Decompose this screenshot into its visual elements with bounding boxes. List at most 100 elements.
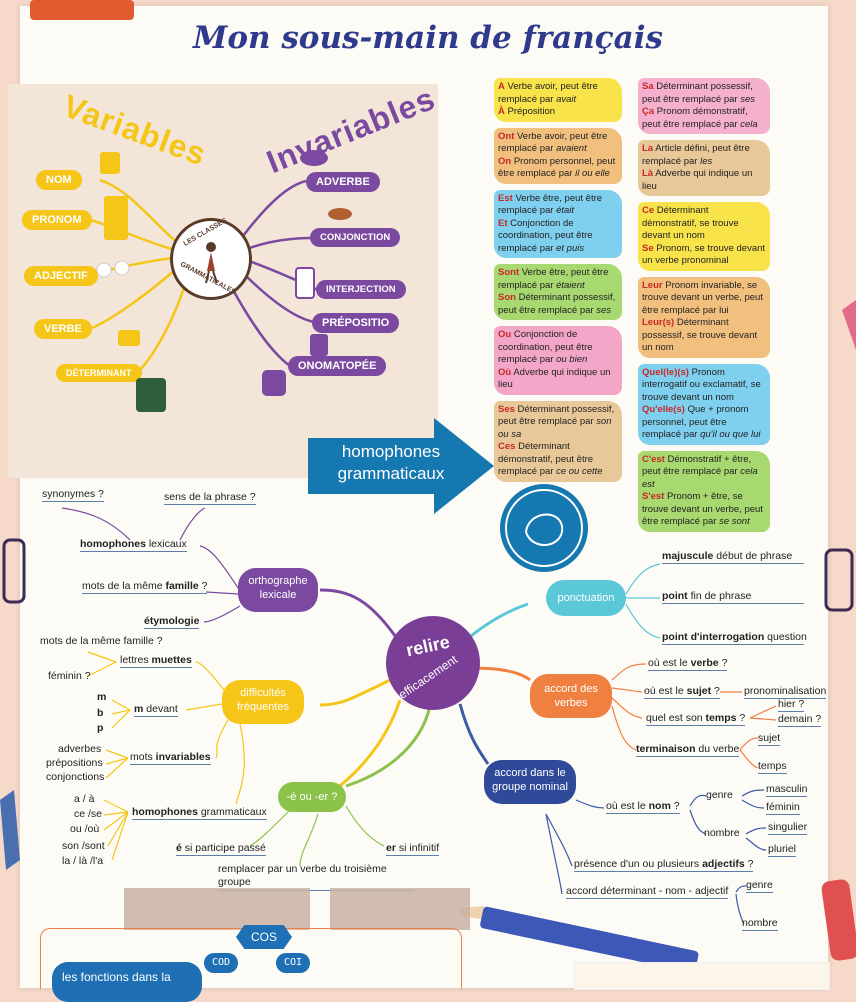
tshirt-icon [100,152,120,174]
homophone-definition: Conjonction de coordination, peut être r… [498,217,593,254]
class-conjonction: CONJONCTION [310,228,401,247]
homophone-word: Sa [642,81,654,92]
leaf-e-participe: é si participe passé [176,842,266,856]
homophone-entry: Est Verbe être, peut être remplacé par é… [498,193,618,218]
leaf-er-bold: er [386,842,396,854]
homophone-example: avaient [556,143,587,154]
homophone-example: ses [596,304,612,316]
homophone-word: C'est [642,453,665,465]
leaf-majuscule-bold: majuscule [662,550,714,562]
arrow-label-line1: homophones [341,442,441,461]
pants-icon [104,196,128,240]
homophone-word: Son [498,292,516,303]
leaf-b: b [97,707,104,719]
homophone-word: Se [642,242,654,254]
homophone-entry: Ce Déterminant démonstratif, se trouve d… [642,205,766,243]
leaf-hier: hier ? [778,698,805,712]
leaf-point-text: fin de phrase [687,590,752,602]
classes-connectors [89,178,319,373]
class-nom: NOM [36,170,82,190]
leaf-accord-determinant: accord déterminant - nom - adjectif [566,885,729,899]
leaf-terminaison-bold: terminaison [636,743,696,755]
homophone-word: Ses [498,403,515,415]
homophone-entry: Sont Verbe être, peut être remplacé par … [498,267,618,292]
leaf-pluriel: pluriel [768,843,797,857]
homophone-entry: S'est Pronom + être, se trouve devant un… [642,491,766,529]
homophone-definition: Pronom invariable, se trouve devant un v… [642,279,763,316]
homophone-block: La Article défini, peut être remplacé pa… [638,140,770,196]
homophones-arrow [308,418,494,514]
homophone-block: Leur Pronom invariable, se trouve devant… [638,276,770,358]
leaf-point-bold: point [662,590,688,602]
leaf-remplacer-verbe: remplacer par un verbe du troisième grou… [218,863,414,891]
leaf-mots-invariables: mots invariables [130,751,211,765]
homophone-entry: Ses Déterminant possessif, peut être rem… [498,404,618,442]
leaf-point-int-bold: point d'interrogation [662,631,765,643]
homophone-definition: Verbe avoir, peut être remplacé par [498,81,598,105]
homophone-word: Là [642,168,654,179]
leaf-a-a: a / à [74,793,95,805]
homophone-entry: Ces Déterminant démonstratif, peut être … [498,441,618,479]
leaf-sujet-q: ? [711,685,720,697]
leaf-temps-2: temps [758,760,787,774]
homophone-block: Ou Conjonction de coordination, peut êtr… [494,326,622,395]
page-title: Mon sous-main de français [193,20,663,56]
class-pronom: PRONOM [22,210,92,230]
homophone-definition: Pronom personnel, peut être remplacé par [498,155,616,180]
cap-icon [300,150,328,166]
leaf-quel-temps-text: quel est son [646,712,706,724]
leaf-lettres-text: lettres [120,654,152,666]
class-verbe: VERBE [34,319,92,339]
leaf-point-interrogation: point d'interrogation question [662,631,807,645]
homophone-word: Ça [642,106,655,117]
leaf-m-devant-text: devant [143,703,178,715]
homophone-word: Et [498,217,508,229]
leaf-muettes-bold: muettes [151,654,192,666]
homophone-entry: Qu'elle(s) Que + pronom personnel, peut … [642,404,766,442]
homophone-example: les [700,155,713,167]
homophone-definition: Déterminant possessif, peut être remplac… [498,292,616,316]
homophone-example: ses [740,93,756,105]
dancer-icon [205,242,218,284]
leaf-prepositions: prépositions [46,757,103,769]
homophone-entry: Ont Verbe avoir, peut être remplacé par … [498,131,618,156]
homophone-word: S'est [642,491,665,502]
leaf-ou-nom-text: où est le [606,800,649,812]
homophone-block: Quel(le)(s) Pronom interrogatif ou excla… [638,363,770,445]
relire-center-node: relire efficacement [386,616,480,710]
homophone-entry: La Article défini, peut être remplacé pa… [642,143,766,168]
leaf-adjectifs-bold: adjectifs [702,858,745,870]
leaf-ce-se: ce /se [74,808,103,820]
homophone-example: qu'il ou que lui [700,429,761,440]
leaf-famille-q: ? [198,580,208,592]
homophone-word: Ou [498,329,512,340]
homophone-block: Sa Déterminant possessif, peut être remp… [638,78,770,134]
leaf-genre-2: genre [746,879,773,893]
leaf-point-int-text: question [764,631,807,643]
leaf-m: m [97,691,107,703]
homophone-definition: Déterminant démonstratif, peut être remp… [498,441,594,477]
homophone-definition: Article défini, peut être remplacé par [642,143,750,167]
leaf-nom-q: ? [670,800,680,812]
leaf-majuscule: majuscule début de phrase [662,550,804,564]
homophones-right-column: Sa Déterminant possessif, peut être remp… [638,78,770,538]
homophone-definition: Déterminant démonstratif, se trouve deva… [642,205,739,241]
phone-icon [295,267,315,299]
homophone-example: il ou elle [575,168,610,179]
homophone-definition: Déterminant possessif, se trouve devant … [642,317,758,353]
leaf-terminaison-text: du verbe [695,743,740,755]
leaf-mots-famille-text: mots de la même [82,580,166,592]
classes-grammaticales-seal: LES CLASSES GRAMMATICALES [170,217,252,300]
shoe-icon [310,334,328,356]
homophone-example: ce ou cette [556,466,603,477]
class-adverbe: ADVERBE [306,172,380,192]
homophone-example: avait [556,93,577,105]
tape-left [124,888,310,930]
leaf-quel-temps: quel est son temps ? [646,712,746,726]
leaf-singulier: singulier [768,821,808,835]
leaf-presence-adjectifs: présence d'un ou plusieurs adjectifs ? [574,858,754,872]
leaf-e-text: si participe passé [181,842,266,854]
homophone-word: La [642,143,654,154]
leaf-ou-nom: où est le nom ? [606,800,680,814]
